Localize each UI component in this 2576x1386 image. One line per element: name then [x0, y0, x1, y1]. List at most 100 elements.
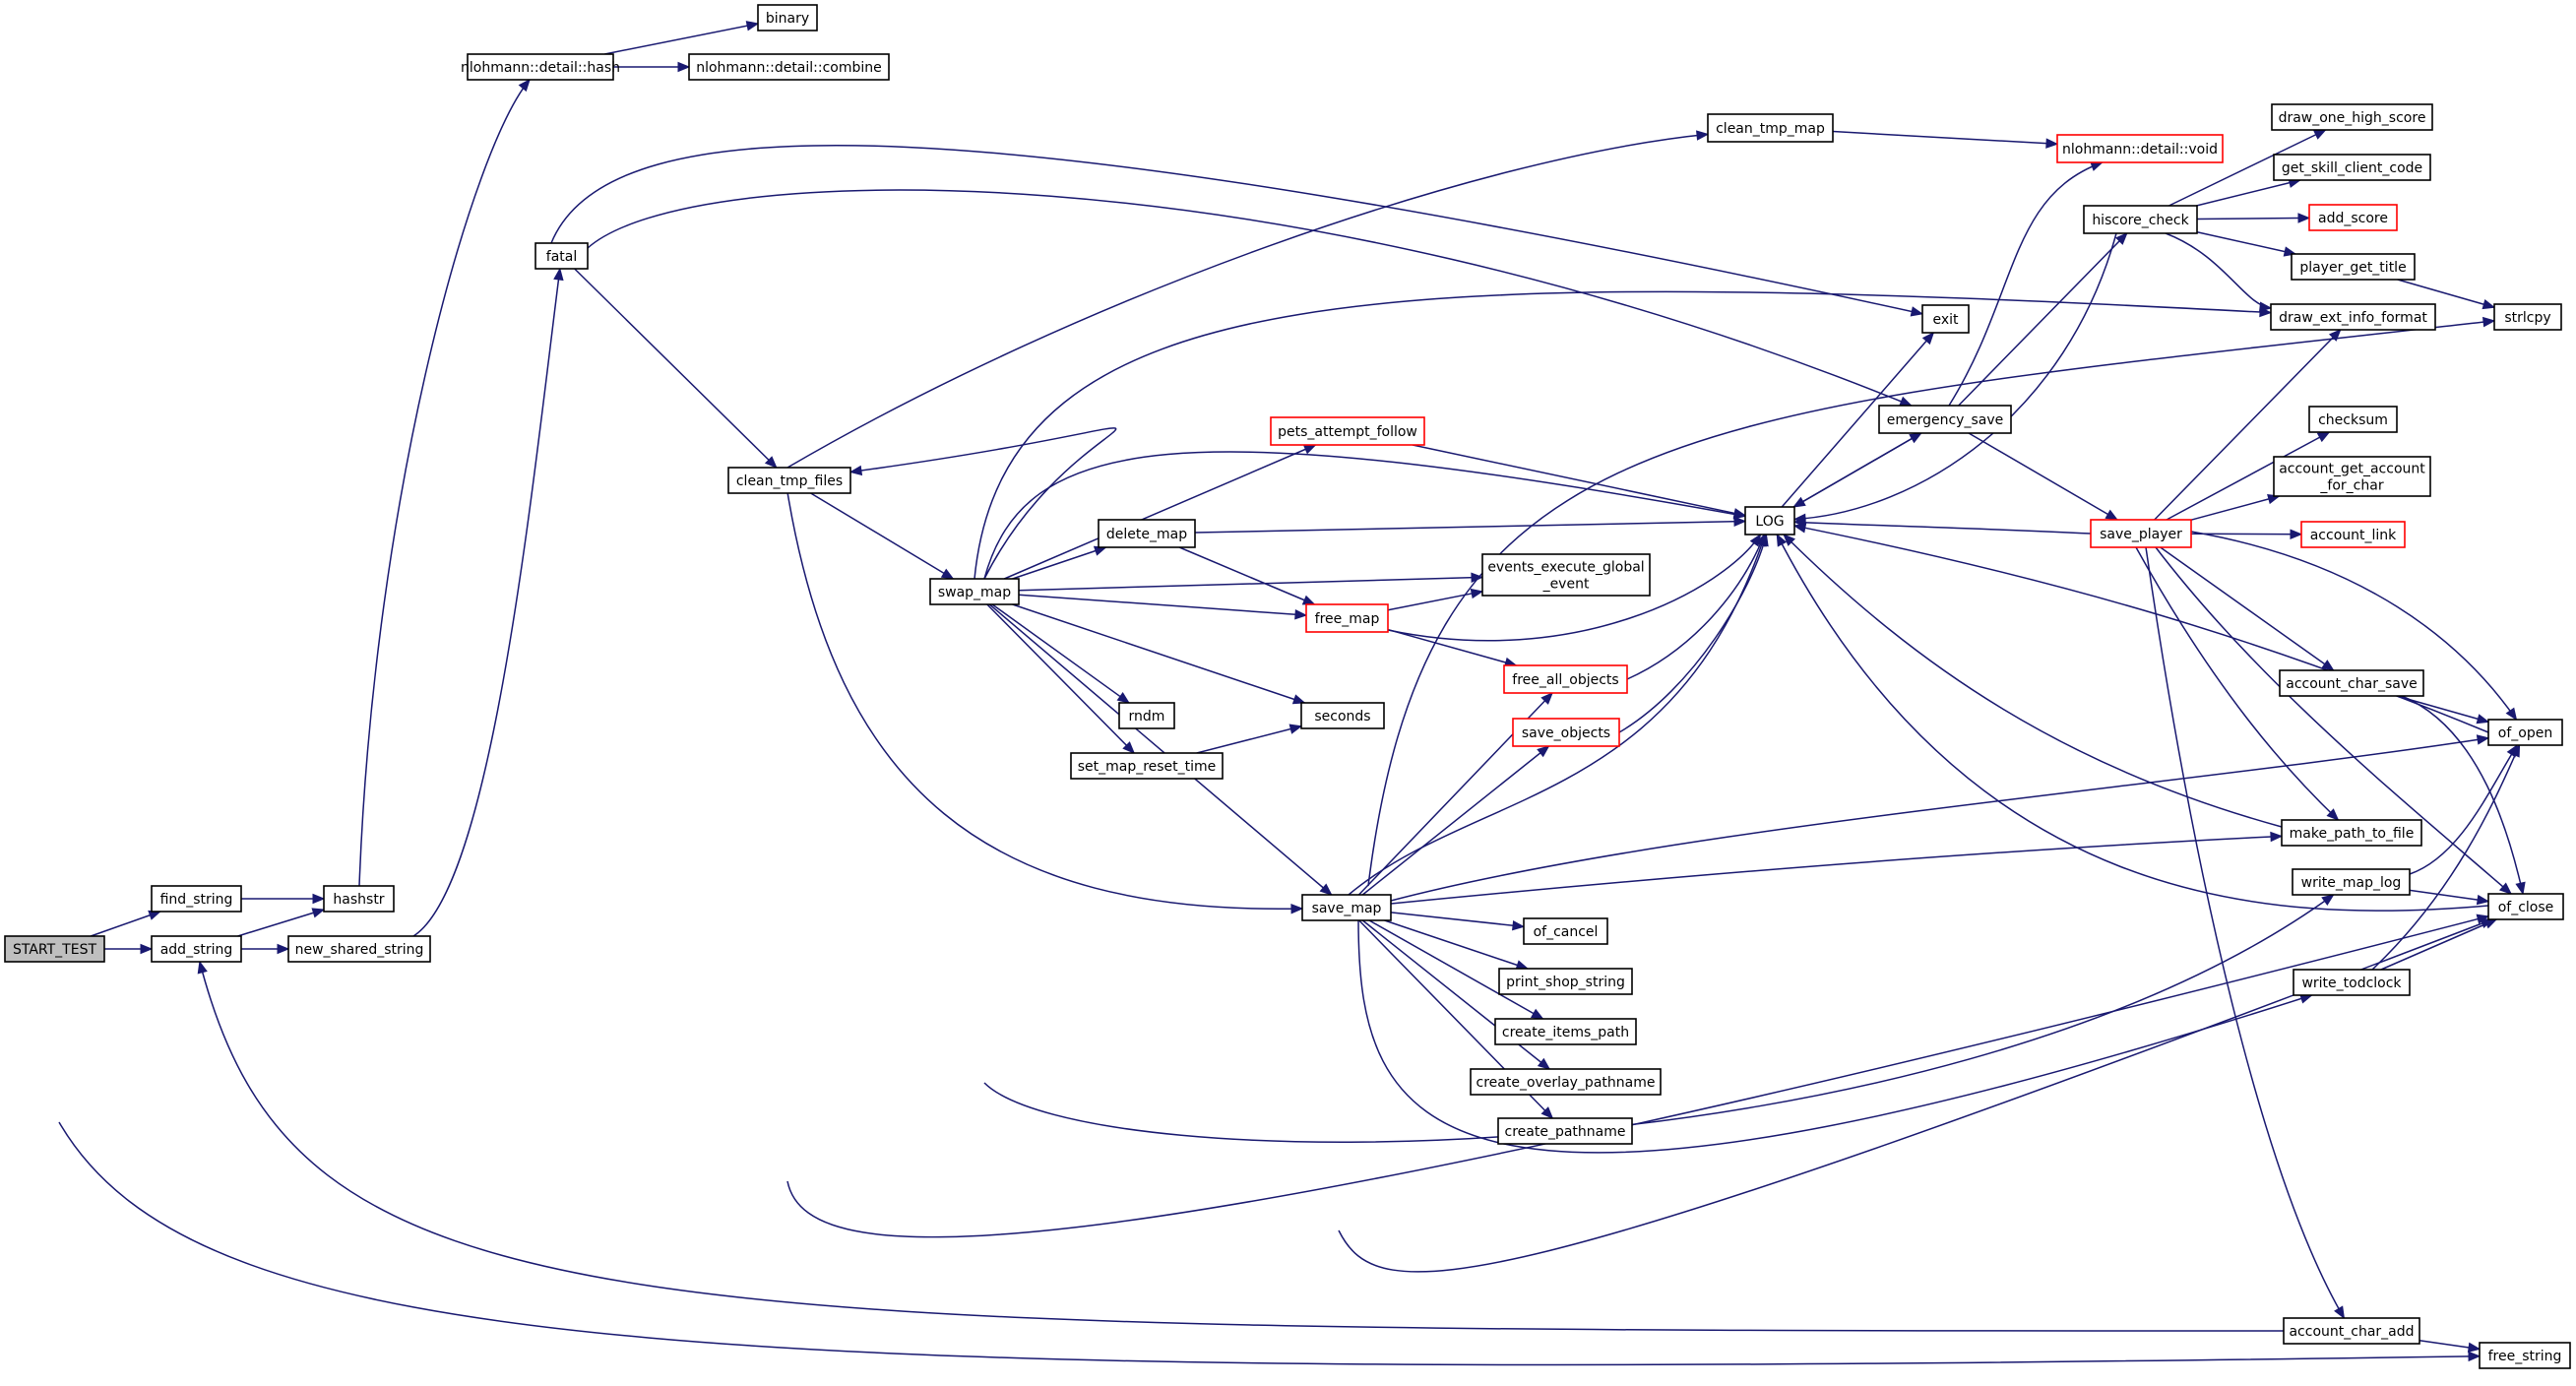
node-rndm[interactable]: rndm: [1118, 702, 1175, 729]
node-box[interactable]: [2090, 519, 2192, 548]
node-draw-ext-info-format[interactable]: draw_ext_info_format: [2270, 303, 2436, 331]
node-box[interactable]: [4, 935, 105, 963]
node-box[interactable]: [2292, 868, 2411, 896]
node-of-close[interactable]: of_close: [2487, 893, 2564, 920]
node-create-overlay-pathname[interactable]: create_overlay_pathname: [1470, 1068, 1662, 1096]
node-box[interactable]: [2300, 521, 2406, 548]
node-add-string[interactable]: add_string: [151, 935, 242, 963]
node-set-map-reset-time[interactable]: set_map_reset_time: [1070, 752, 1224, 780]
node-box[interactable]: [2273, 456, 2431, 497]
node-exit[interactable]: exit: [1921, 304, 1970, 334]
node-seconds[interactable]: seconds: [1300, 702, 1385, 729]
node-box[interactable]: [1498, 968, 1633, 995]
node-box[interactable]: [2291, 253, 2416, 281]
node-box[interactable]: [467, 53, 614, 81]
node-box[interactable]: [757, 4, 818, 32]
node-box[interactable]: [1744, 506, 1795, 536]
node-clean-tmp-map[interactable]: clean_tmp_map: [1707, 113, 1834, 143]
node-box[interactable]: [2281, 819, 2422, 847]
node-box[interactable]: [1494, 1018, 1637, 1045]
node-print-shop-string[interactable]: print_shop_string: [1498, 968, 1633, 995]
node-new-shared-string[interactable]: new_shared_string: [287, 935, 431, 963]
node-box[interactable]: [2083, 205, 2198, 234]
node-box[interactable]: [534, 242, 589, 270]
node-write-map-log[interactable]: write_map_log: [2292, 868, 2411, 896]
node-hiscore-check[interactable]: hiscore_check: [2083, 205, 2198, 234]
node-box[interactable]: [1481, 553, 1651, 597]
node-of-cancel[interactable]: of_cancel: [1523, 917, 1608, 945]
node-box[interactable]: [287, 935, 431, 963]
node-box[interactable]: [1270, 416, 1425, 446]
node-box[interactable]: [2283, 1317, 2420, 1345]
node-create-items-path[interactable]: create_items_path: [1494, 1018, 1637, 1045]
node-binary[interactable]: binary: [757, 4, 818, 32]
node-box[interactable]: [2293, 969, 2411, 996]
node-box[interactable]: [2487, 893, 2564, 920]
node-box[interactable]: [1301, 894, 1392, 921]
node-strlcpy[interactable]: strlcpy: [2493, 303, 2562, 331]
node-free-string[interactable]: free_string: [2479, 1342, 2571, 1369]
node-box[interactable]: [727, 467, 851, 494]
node-box[interactable]: [2056, 134, 2224, 163]
node-box[interactable]: [323, 885, 395, 913]
node-draw-one-high-score[interactable]: draw_one_high_score: [2271, 103, 2433, 131]
node-delete-map[interactable]: delete_map: [1098, 519, 1196, 548]
node-find-string[interactable]: find_string: [151, 885, 242, 913]
node-box[interactable]: [1878, 405, 2012, 434]
node-box[interactable]: [2308, 406, 2398, 433]
node-get-skill-client-code[interactable]: get_skill_client_code: [2273, 154, 2431, 181]
node-box[interactable]: [2479, 1342, 2571, 1369]
node-box[interactable]: [1512, 718, 1620, 747]
node-account-char-save[interactable]: account_char_save: [2279, 669, 2424, 697]
node-box[interactable]: [1118, 702, 1175, 729]
node-pets-attempt-follow[interactable]: pets_attempt_follow: [1270, 416, 1425, 446]
node-free-map[interactable]: free_map: [1305, 603, 1389, 633]
node-of-open[interactable]: of_open: [2487, 719, 2563, 746]
node-box[interactable]: [1503, 664, 1628, 694]
node-nlohmann-hash[interactable]: nlohmann::detail::hash: [461, 53, 620, 81]
node-box[interactable]: [151, 885, 242, 913]
node-add-score[interactable]: add_score: [2308, 204, 2398, 231]
node-box[interactable]: [1300, 702, 1385, 729]
node-box[interactable]: [1305, 603, 1389, 633]
node-box[interactable]: [688, 53, 890, 81]
node-log[interactable]: LOG: [1744, 506, 1795, 536]
node-events-execute-global-event[interactable]: events_execute_global_event: [1481, 553, 1651, 597]
node-account-get-account-for-char[interactable]: account_get_account_for_char: [2273, 456, 2431, 497]
node-box[interactable]: [2271, 103, 2433, 131]
node-box[interactable]: [1497, 1117, 1633, 1145]
node-box[interactable]: [2487, 719, 2563, 746]
node-make-path-to-file[interactable]: make_path_to_file: [2281, 819, 2422, 847]
node-box[interactable]: [151, 935, 242, 963]
node-nlohmann-combine[interactable]: nlohmann::detail::combine: [688, 53, 890, 81]
node-nlohmann-void[interactable]: nlohmann::detail::void: [2056, 134, 2224, 163]
node-fatal[interactable]: fatal: [534, 242, 589, 270]
node-save-map[interactable]: save_map: [1301, 894, 1392, 921]
node-box[interactable]: [1098, 519, 1196, 548]
node-box[interactable]: [1921, 304, 1970, 334]
node-box[interactable]: [2308, 204, 2398, 231]
node-box[interactable]: [2493, 303, 2562, 331]
node-box[interactable]: [2270, 303, 2436, 331]
node-player-get-title[interactable]: player_get_title: [2291, 253, 2416, 281]
node-swap-map[interactable]: swap_map: [929, 578, 1020, 605]
node-save-objects[interactable]: save_objects: [1512, 718, 1620, 747]
node-box[interactable]: [1523, 917, 1608, 945]
node-account-link[interactable]: account_link: [2300, 521, 2406, 548]
node-box[interactable]: [1070, 752, 1224, 780]
node-box[interactable]: [1470, 1068, 1662, 1096]
node-checksum[interactable]: checksum: [2308, 406, 2398, 433]
node-clean-tmp-files[interactable]: clean_tmp_files: [727, 467, 851, 494]
node-hashstr[interactable]: hashstr: [323, 885, 395, 913]
node-account-char-add[interactable]: account_char_add: [2283, 1317, 2420, 1345]
node-start-test[interactable]: START_TEST: [4, 935, 105, 963]
node-box[interactable]: [2273, 154, 2431, 181]
node-write-todclock[interactable]: write_todclock: [2293, 969, 2411, 996]
node-save-player[interactable]: save_player: [2090, 519, 2192, 548]
node-box[interactable]: [1707, 113, 1834, 143]
node-emergency-save[interactable]: emergency_save: [1878, 405, 2012, 434]
node-create-pathname[interactable]: create_pathname: [1497, 1117, 1633, 1145]
node-box[interactable]: [929, 578, 1020, 605]
node-free-all-objects[interactable]: free_all_objects: [1503, 664, 1628, 694]
node-box[interactable]: [2279, 669, 2424, 697]
